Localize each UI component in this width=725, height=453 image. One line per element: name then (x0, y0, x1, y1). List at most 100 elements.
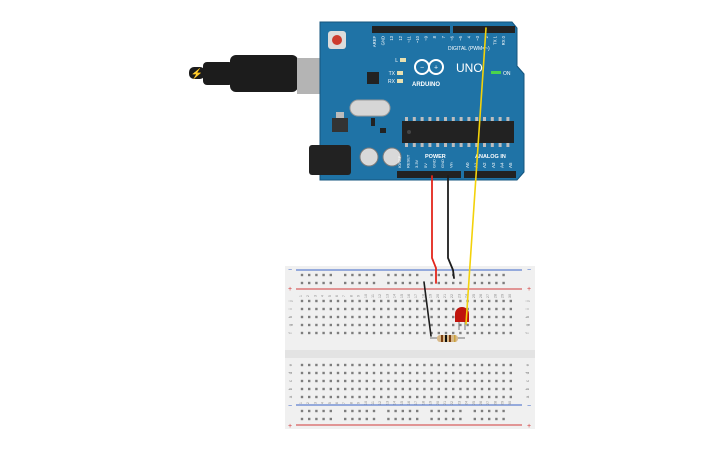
terminal-hole[interactable] (372, 387, 376, 391)
terminal-hole[interactable] (480, 315, 484, 319)
terminal-hole[interactable] (430, 307, 433, 311)
terminal-hole[interactable] (509, 395, 512, 399)
terminal-hole[interactable] (401, 307, 404, 311)
terminal-hole[interactable] (380, 379, 383, 383)
terminal-hole[interactable] (308, 363, 311, 367)
terminal-hole[interactable] (480, 299, 484, 303)
terminal-hole[interactable] (509, 363, 512, 367)
terminal-hole[interactable] (358, 395, 361, 399)
terminal-hole[interactable] (466, 387, 469, 391)
terminal-hole[interactable] (473, 363, 476, 367)
terminal-hole[interactable] (387, 387, 390, 391)
terminal-hole[interactable] (444, 307, 448, 311)
terminal-hole[interactable] (308, 307, 311, 311)
rail-hole[interactable] (401, 273, 404, 277)
terminal-hole[interactable] (394, 387, 397, 391)
terminal-hole[interactable] (466, 395, 469, 399)
terminal-hole[interactable] (322, 315, 325, 319)
terminal-hole[interactable] (423, 299, 426, 303)
rail-hole[interactable] (358, 273, 361, 277)
terminal-hole[interactable] (423, 379, 426, 383)
terminal-hole[interactable] (416, 323, 419, 327)
rail-hole[interactable] (408, 273, 412, 277)
terminal-hole[interactable] (437, 371, 440, 375)
terminal-hole[interactable] (336, 379, 340, 383)
terminal-hole[interactable] (459, 331, 462, 335)
terminal-hole[interactable] (423, 363, 426, 367)
terminal-hole[interactable] (344, 307, 347, 311)
terminal-hole[interactable] (473, 395, 476, 399)
terminal-hole[interactable] (408, 387, 412, 391)
terminal-hole[interactable] (336, 299, 340, 303)
rail-hole[interactable] (351, 273, 354, 277)
terminal-hole[interactable] (480, 307, 484, 311)
terminal-hole[interactable] (423, 331, 426, 335)
terminal-hole[interactable] (495, 363, 498, 367)
terminal-hole[interactable] (344, 331, 347, 335)
rail-hole[interactable] (394, 409, 397, 413)
terminal-hole[interactable] (372, 307, 376, 311)
terminal-hole[interactable] (430, 315, 433, 319)
terminal-hole[interactable] (322, 299, 325, 303)
terminal-hole[interactable] (365, 363, 368, 367)
terminal-hole[interactable] (509, 323, 512, 327)
rail-hole[interactable] (495, 273, 498, 277)
rail-hole[interactable] (394, 417, 397, 421)
rail-hole[interactable] (430, 281, 433, 285)
rail-hole[interactable] (416, 281, 419, 285)
rail-hole[interactable] (452, 281, 455, 285)
wire-signal-yellow[interactable] (465, 27, 487, 325)
terminal-hole[interactable] (329, 331, 332, 335)
rail-hole[interactable] (408, 281, 412, 285)
terminal-hole[interactable] (480, 395, 484, 399)
led[interactable] (455, 307, 469, 330)
terminal-hole[interactable] (408, 323, 412, 327)
rail-hole[interactable] (437, 281, 440, 285)
terminal-hole[interactable] (329, 387, 332, 391)
terminal-hole[interactable] (430, 331, 433, 335)
terminal-hole[interactable] (344, 315, 347, 319)
terminal-hole[interactable] (315, 395, 318, 399)
terminal-hole[interactable] (351, 371, 354, 375)
rail-hole[interactable] (358, 281, 361, 285)
terminal-hole[interactable] (372, 395, 376, 399)
rail-hole[interactable] (437, 273, 440, 277)
terminal-hole[interactable] (300, 307, 304, 311)
rail-hole[interactable] (416, 417, 419, 421)
rail-hole[interactable] (329, 273, 332, 277)
rail-hole[interactable] (322, 417, 325, 421)
terminal-hole[interactable] (365, 299, 368, 303)
breadboard-holes[interactable] (300, 273, 512, 421)
terminal-hole[interactable] (351, 363, 354, 367)
terminal-hole[interactable] (488, 299, 491, 303)
terminal-hole[interactable] (416, 371, 419, 375)
terminal-hole[interactable] (437, 299, 440, 303)
terminal-hole[interactable] (452, 299, 455, 303)
rail-hole[interactable] (344, 409, 347, 413)
terminal-hole[interactable] (444, 387, 448, 391)
terminal-hole[interactable] (351, 299, 354, 303)
rail-hole[interactable] (416, 273, 419, 277)
terminal-hole[interactable] (336, 307, 340, 311)
terminal-hole[interactable] (495, 379, 498, 383)
terminal-hole[interactable] (466, 323, 469, 327)
terminal-hole[interactable] (408, 371, 412, 375)
terminal-hole[interactable] (394, 307, 397, 311)
terminal-hole[interactable] (380, 395, 383, 399)
terminal-hole[interactable] (344, 387, 347, 391)
terminal-hole[interactable] (387, 331, 390, 335)
terminal-hole[interactable] (495, 331, 498, 335)
rail-hole[interactable] (300, 281, 304, 285)
terminal-hole[interactable] (300, 315, 304, 319)
rail-hole[interactable] (488, 281, 491, 285)
terminal-hole[interactable] (488, 363, 491, 367)
rail-hole[interactable] (488, 273, 491, 277)
rail-hole[interactable] (488, 409, 491, 413)
terminal-hole[interactable] (344, 371, 347, 375)
rail-hole[interactable] (300, 409, 304, 413)
terminal-hole[interactable] (509, 387, 512, 391)
terminal-hole[interactable] (509, 371, 512, 375)
terminal-hole[interactable] (308, 315, 311, 319)
terminal-hole[interactable] (372, 331, 376, 335)
terminal-hole[interactable] (344, 395, 347, 399)
